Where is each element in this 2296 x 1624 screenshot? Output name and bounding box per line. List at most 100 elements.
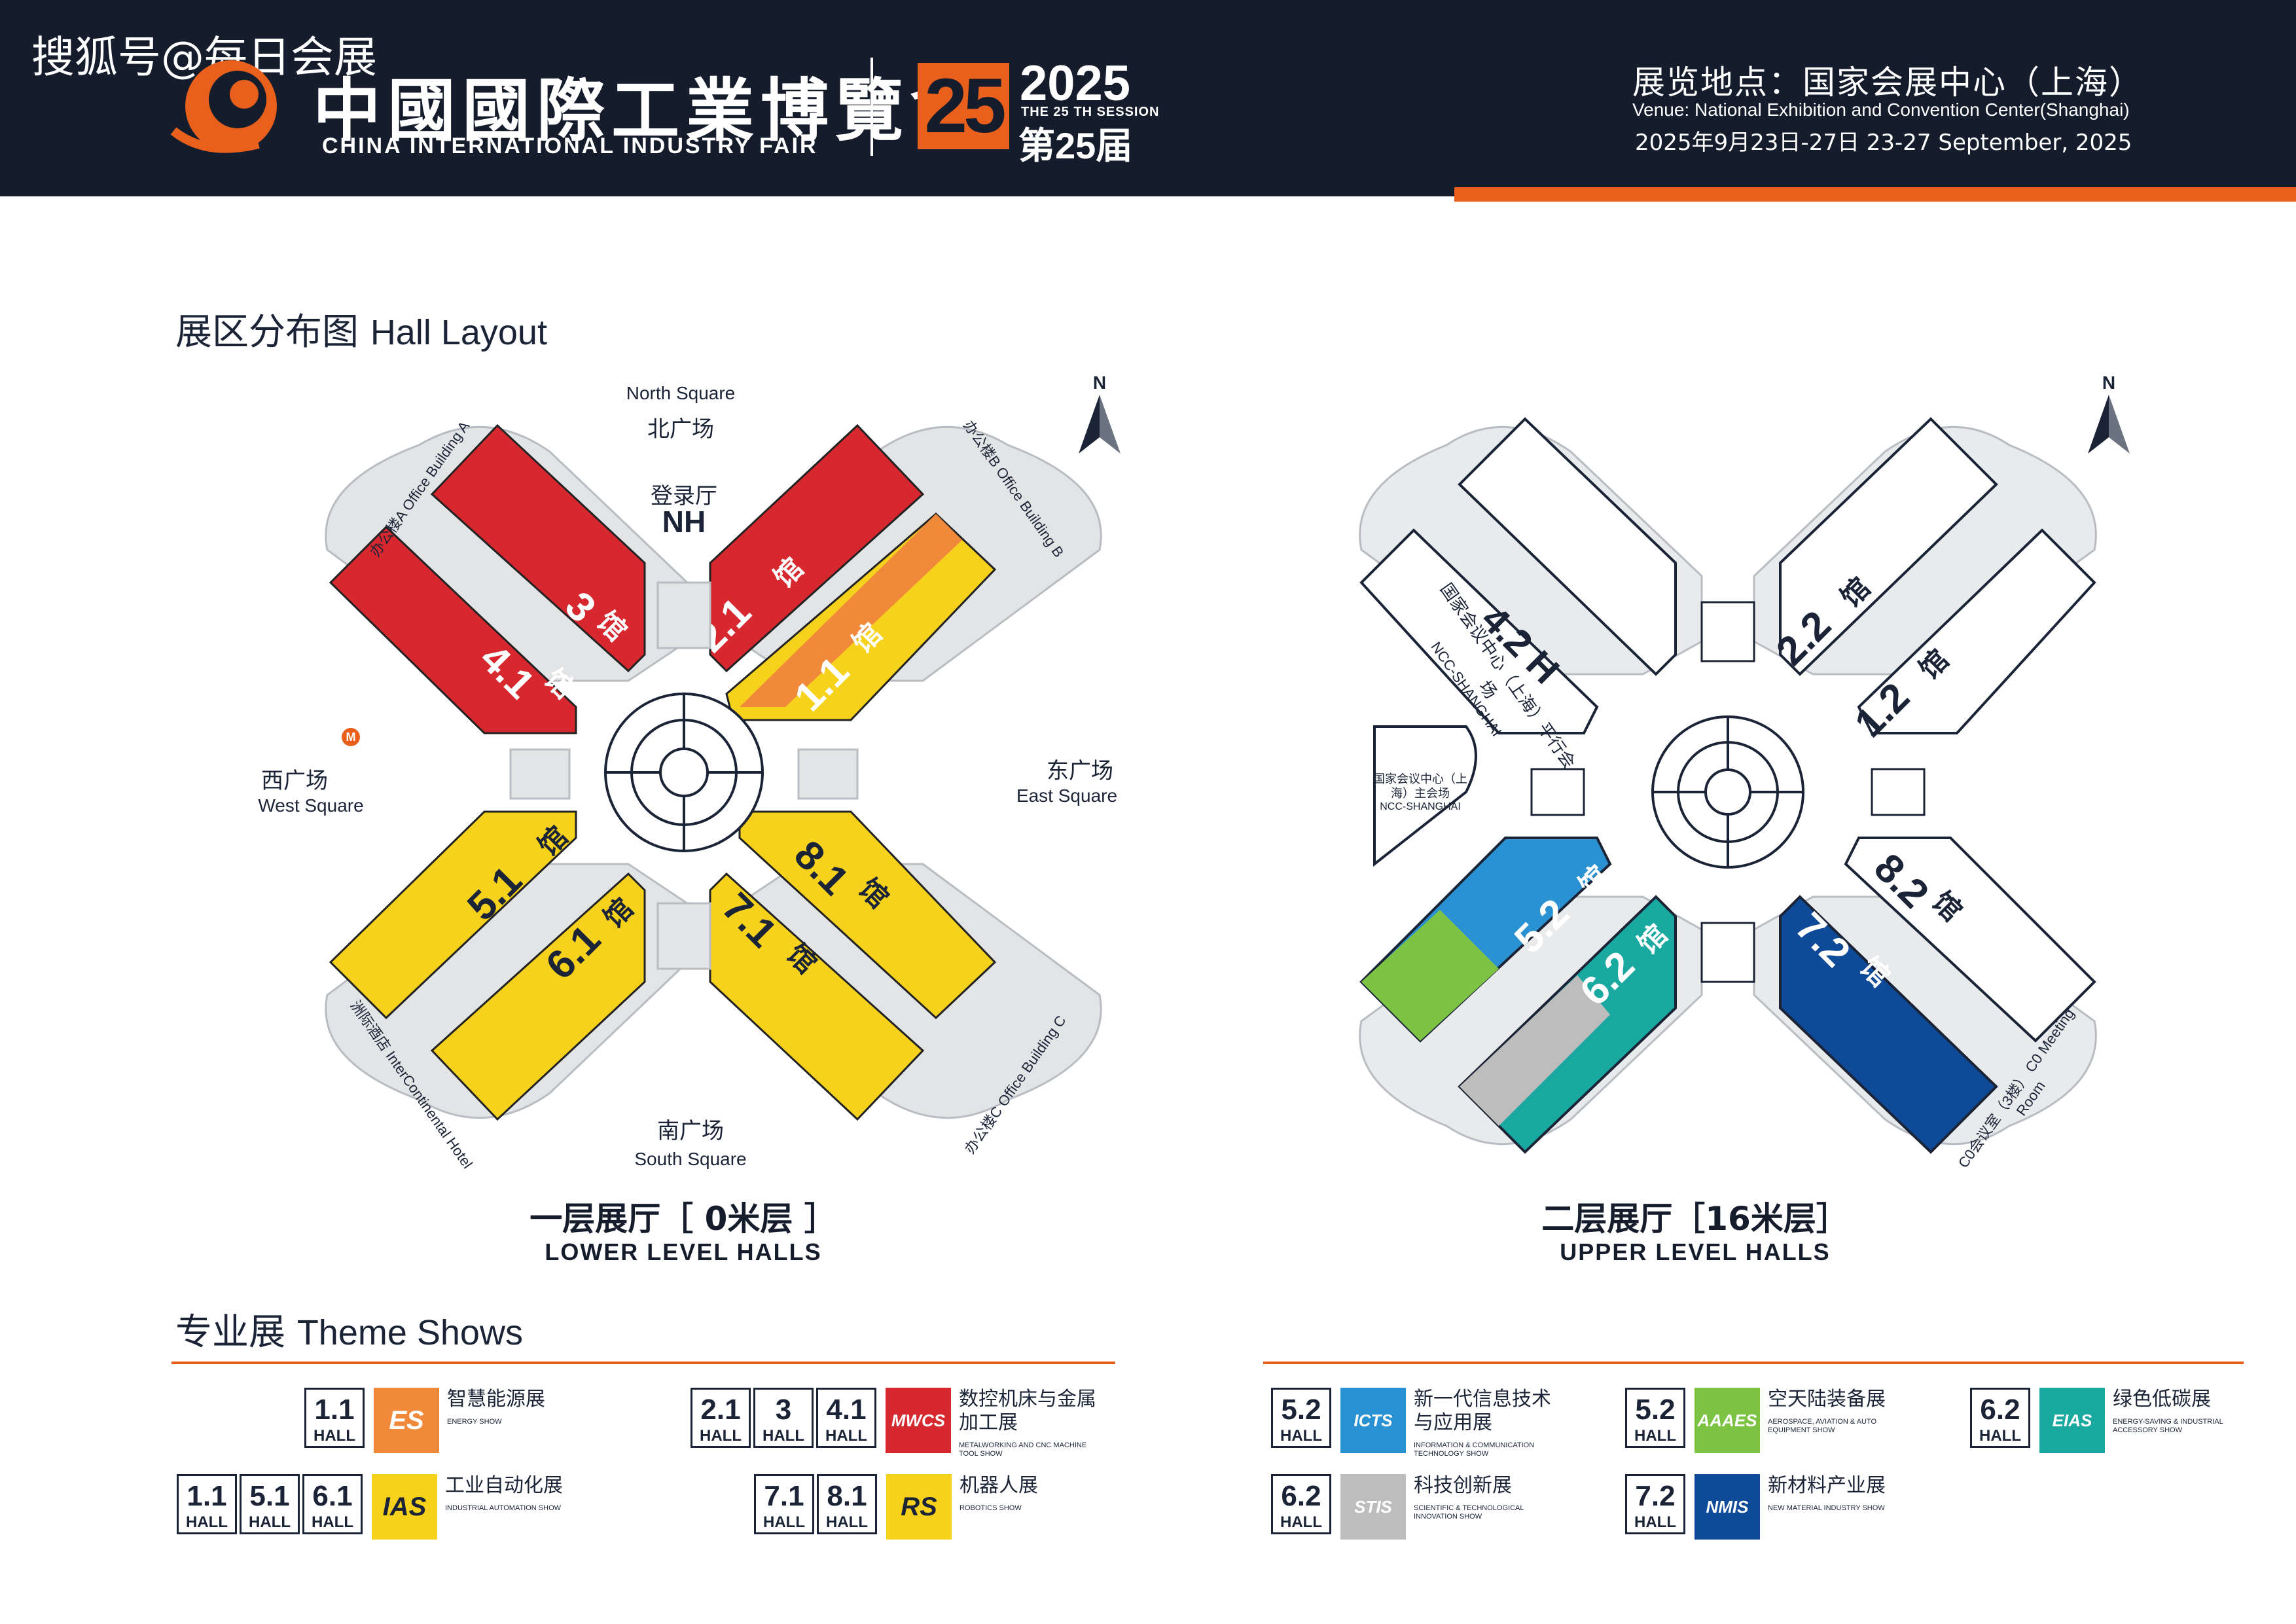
east-square-cn: 东广场 — [1047, 758, 1113, 784]
ncc-main-venue-cn: 国家会议中心（上海）主会场 — [1373, 772, 1467, 801]
hall-number: 6.2 — [1281, 1480, 1321, 1512]
event-dates: 2025年9月23日-27日 23-27 September, 2025 — [1635, 130, 2132, 156]
north-square-cn: 北广场 — [647, 416, 714, 442]
hall-number: 3 — [775, 1394, 792, 1426]
theme-show-name-cn: 智慧能源展 — [447, 1388, 545, 1411]
theme-shows-title: 专业展 Theme Shows — [175, 1303, 523, 1356]
ncc-main-venue — [1373, 725, 1477, 867]
hall-word: HALL — [700, 1427, 742, 1445]
hall-layout-title-en: Hall Layout — [370, 313, 547, 352]
session-year: 2025 — [1020, 56, 1131, 111]
hall-layout-title: 展区分布图 Hall Layout — [175, 302, 547, 355]
theme-show-text: 智慧能源展 ENERGY SHOW — [447, 1388, 591, 1426]
registration-hall-cn: 登录厅 — [651, 483, 717, 509]
theme-show-name-cn: 工业自动化展 — [445, 1474, 563, 1497]
lower-level-map: 3 馆 4.1 馆 2.1 馆 1.1 馆 5.1 馆 6.1 — [325, 424, 1102, 1121]
metro-icon: M — [342, 728, 360, 746]
theme-show-badge-icon: MWCS — [886, 1388, 951, 1453]
session-mark: 25 — [918, 63, 1009, 149]
south-square-cn: 南广场 — [657, 1118, 724, 1144]
theme-show-name-en: ENERGY SHOW — [447, 1418, 502, 1426]
upper-central-hub — [1651, 715, 1804, 869]
south-square-en: South Square — [634, 1149, 747, 1169]
hall-number: 7.1 — [764, 1480, 804, 1512]
hall-word: HALL — [1280, 1513, 1322, 1531]
hall-word: HALL — [1280, 1427, 1322, 1445]
theme-show-badge-icon: AAAES — [1695, 1388, 1760, 1453]
hall-word: HALL — [826, 1513, 868, 1531]
ncc-main-venue-en: NCC-SHANGHAI — [1380, 801, 1461, 812]
hall-word: HALL — [186, 1513, 228, 1531]
hall-word: HALL — [825, 1427, 867, 1445]
hall-number: 1.1 — [187, 1480, 227, 1512]
hall-1-1[interactable]: 1.1 馆 — [725, 512, 997, 721]
header-accent-stripe — [1454, 187, 2296, 202]
hall-word: HALL — [1634, 1427, 1676, 1445]
hall-word: HALL — [314, 1427, 355, 1445]
hall-word: HALL — [312, 1513, 353, 1531]
theme-show-name-cn: 空天陆装备展 — [1768, 1388, 1886, 1411]
venue-chinese: 展览地点：国家会展中心（上海） — [1632, 63, 2143, 101]
north-arrow-icon: N — [1079, 372, 1121, 454]
upper-level-title-cn: 二层展厅［16米层］ — [1541, 1200, 1849, 1238]
hall-number: 8.1 — [827, 1480, 867, 1512]
theme-show-name-en: SCIENTIFIC & TECHNOLOGICAL INNOVATION SH… — [1414, 1504, 1524, 1521]
theme-show-name-cn: 机器人展 — [960, 1474, 1038, 1497]
header-divider — [870, 58, 873, 156]
theme-show-name-en: INFORMATION & COMMUNICATION TECHNOLOGY S… — [1414, 1441, 1535, 1458]
hall-layout-title-cn: 展区分布图 — [175, 311, 359, 353]
hall-number: 7.2 — [1635, 1480, 1676, 1512]
theme-show-text: 新一代信息技术与应用展 INFORMATION & COMMUNICATION T… — [1414, 1388, 1558, 1458]
theme-show-name-en: ENERGY-SAVING & INDUSTRIAL ACCESSORY SHO… — [2113, 1418, 2223, 1434]
hall-number: 6.2 — [1980, 1394, 2020, 1426]
hall-6-1[interactable]: 6.1 馆 — [430, 872, 646, 1121]
theme-show-badge-icon: STIS — [1340, 1474, 1406, 1540]
north-square-en: North Square — [626, 383, 736, 403]
hall-1-2 — [1857, 528, 2096, 734]
session-chinese: 第25届 — [1018, 125, 1133, 166]
hall-number: 5.2 — [1635, 1394, 1676, 1426]
hall-word: HALL — [762, 1427, 804, 1445]
hall-number: 4.1 — [826, 1394, 867, 1426]
svg-text:N: N — [2102, 372, 2115, 393]
central-hub — [604, 693, 764, 852]
theme-show-name-cn: 新材料产业展 — [1768, 1474, 1886, 1497]
theme-show-name-cn: 数控机床与金属加工展 — [959, 1388, 1096, 1434]
theme-show-badge-icon: EIAS — [2039, 1388, 2105, 1453]
theme-show-name-cn: 新一代信息技术与应用展 — [1414, 1388, 1551, 1434]
west-square-cn: 西广场 — [261, 768, 328, 794]
theme-show-name-cn: 绿色低碳展 — [2113, 1388, 2211, 1411]
east-square-en: East Square — [1016, 785, 1118, 806]
hall-6-2[interactable]: 6.2 馆 — [1458, 895, 1677, 1154]
theme-show-name-en: INDUSTRIAL AUTOMATION SHOW — [445, 1504, 562, 1512]
theme-shows-title-en: Theme Shows — [296, 1313, 523, 1352]
theme-show-badge-icon: ICTS — [1340, 1388, 1406, 1453]
theme-show-badge-icon: ES — [374, 1388, 439, 1453]
north-arrow-icon: N — [2088, 372, 2130, 454]
theme-shows-title-cn: 专业展 — [175, 1311, 285, 1354]
theme-show-badge-icon: RS — [886, 1474, 952, 1540]
hall-3[interactable]: 3 馆 — [430, 424, 646, 673]
west-square-en: West Square — [258, 795, 364, 816]
theme-rule-left — [171, 1362, 1115, 1364]
